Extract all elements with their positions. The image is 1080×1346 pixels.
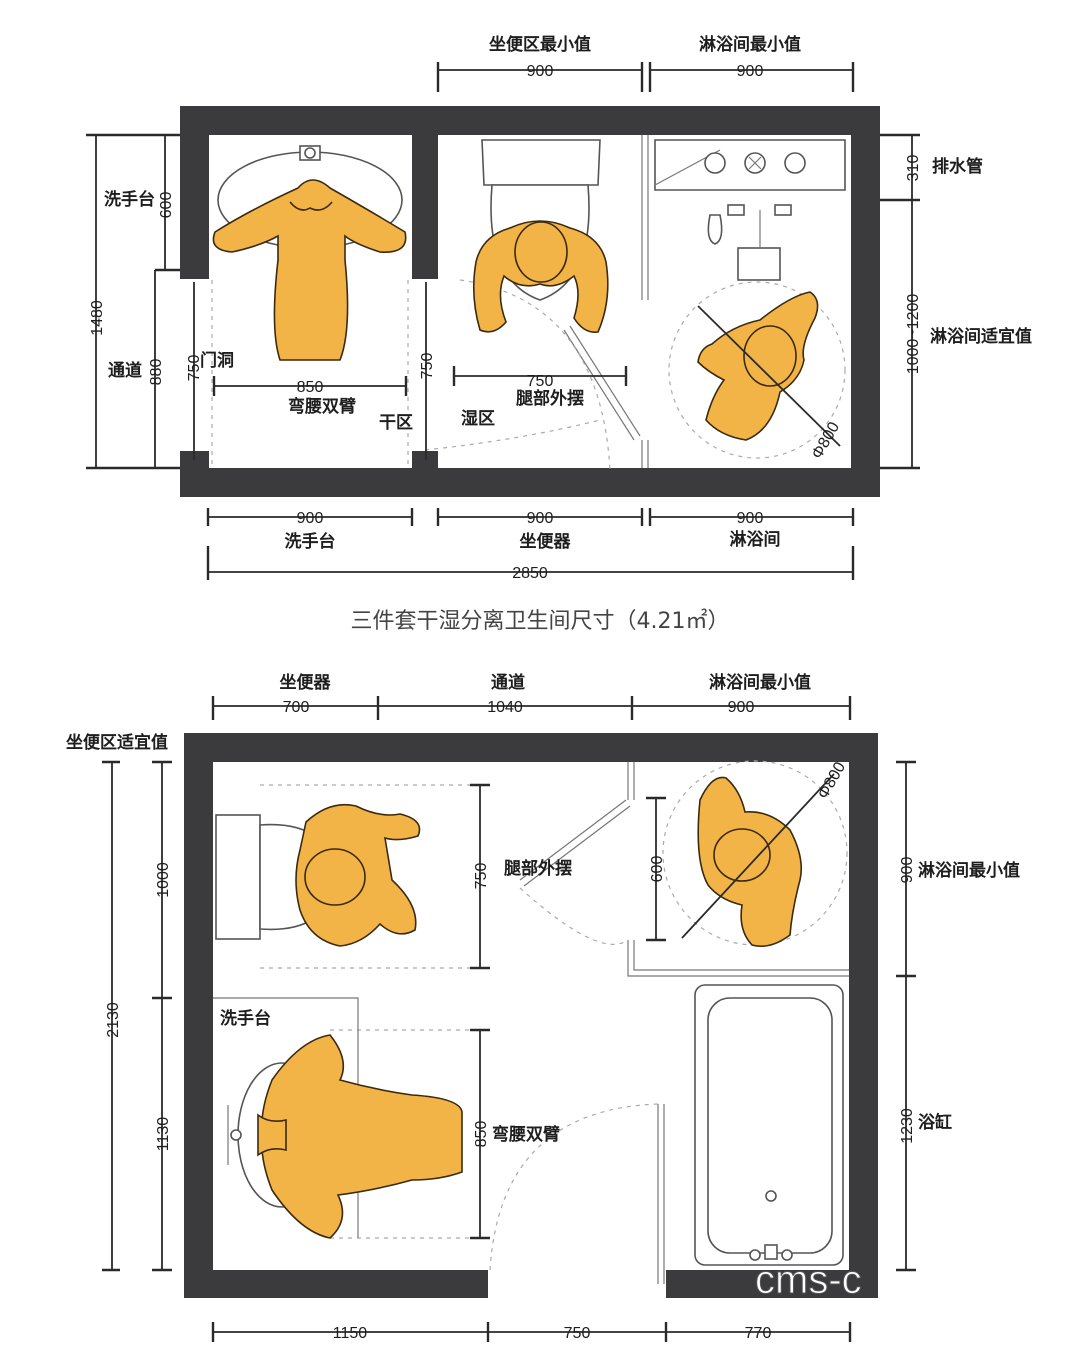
plan-1: Φ800 坐便区最小值 淋浴间最小值 900 900 900 900 900 洗…: [86, 34, 1032, 582]
plan-2-walls: [184, 733, 878, 1298]
dim-top-1040: 1040: [487, 699, 523, 716]
label-shower-min-2: 淋浴间最小值: [709, 672, 811, 693]
plan-2: Φ800 坐便器 通道 淋浴间最小值 700 1040 900 坐便区适宜值 2…: [66, 672, 1020, 1342]
label-bathtub: 浴缸: [918, 1112, 952, 1133]
plan-1-inner-dimensions: 850 弯腰双臂 750 干区 湿区 750 腿部外摆: [212, 282, 628, 460]
dim-top-700: 700: [283, 699, 310, 716]
dim-bottom-750: 750: [564, 1325, 591, 1342]
plan-1-right-dimensions: 310 1000~1200 排水管 淋浴间适宜值: [880, 133, 1032, 470]
plan-1-bottom-dimensions: 900 900 900 洗手台 坐便器 淋浴间 2850: [206, 508, 855, 582]
label-bend-arms-2: 弯腰双臂: [492, 1124, 560, 1145]
dim-bottom-900b: 900: [527, 510, 554, 527]
dim-top-900a: 900: [527, 63, 554, 80]
shower-fixtures: [654, 139, 846, 459]
label-shower-min-right: 淋浴间最小值: [918, 860, 1020, 881]
dim-bottom-total: 2850: [512, 565, 548, 582]
dim-door-750: 750: [186, 355, 203, 382]
label-toilet-2: 坐便器: [280, 672, 332, 693]
dim-top-900: 900: [728, 699, 755, 716]
person-showering-2: [697, 776, 803, 948]
label-basin-2: 洗手台: [220, 1008, 271, 1029]
shower-glass-wall: [641, 135, 649, 300]
shower-partition: [627, 762, 849, 977]
dim-right-900: 900: [899, 857, 916, 884]
plan-2-inner-dimensions: 750 腿部外摆 600 洗手台 850 弯腰双臂: [220, 783, 666, 1240]
person-sitting-toilet: [472, 220, 609, 334]
label-toilet: 坐便器: [520, 531, 572, 552]
shower-door-panel: [563, 325, 641, 441]
dim-leg-750-2: 750: [473, 863, 490, 890]
dim-bottom-900a: 900: [297, 510, 324, 527]
plan-2-bottom-dimensions: 1150 750 770: [211, 1322, 852, 1342]
label-door-opening: 门洞: [200, 350, 234, 371]
dim-right-shower: 1000~1200: [905, 294, 922, 375]
label-shower-min: 淋浴间最小值: [699, 34, 801, 55]
dim-leg-750: 750: [527, 373, 554, 390]
label-drain-pipe: 排水管: [932, 156, 983, 177]
plan-2-left-dimensions: 坐便区适宜值 2130 1000 1130: [66, 732, 172, 1272]
dim-left-2130: 2130: [105, 1002, 122, 1038]
dim-bottom-900c: 900: [737, 510, 764, 527]
label-wet-zone: 湿区: [461, 409, 495, 429]
label-left-passage: 通道: [108, 360, 142, 381]
watermark: cms-c: [755, 1258, 862, 1302]
label-shower: 淋浴间: [730, 529, 781, 550]
dim-right-drain: 310: [905, 155, 922, 182]
dim-top-900b: 900: [737, 63, 764, 80]
dim-left-basin: 600: [158, 192, 175, 219]
plan-1-left-dimensions: 1480 600 880 洗手台 通道 750 门洞: [86, 133, 234, 470]
dim-left-1130: 1130: [155, 1117, 172, 1152]
person-sitting-toilet-2: [295, 803, 421, 947]
dim-bend-850-2: 850: [473, 1121, 490, 1148]
label-leg-swing-2: 腿部外摆: [504, 858, 572, 879]
plan-1-walls: [180, 106, 880, 497]
dim-bottom-1150: 1150: [333, 1325, 368, 1342]
label-dry-zone: 干区: [379, 413, 413, 433]
label-left-basin: 洗手台: [104, 189, 155, 210]
shower-clearance-circle: [668, 281, 846, 459]
plan-1-top-dimensions: 坐便区最小值 淋浴间最小值 900 900: [436, 34, 855, 92]
bathtub: [694, 984, 844, 1266]
dim-left-1000: 1000: [155, 862, 172, 898]
dim-door2-750: 750: [419, 353, 436, 380]
label-toilet-zone-min: 坐便区最小值: [489, 34, 591, 55]
person-bending: [212, 179, 407, 361]
plan-2-top-dimensions: 坐便器 通道 淋浴间最小值 700 1040 900: [211, 672, 852, 720]
plan-1-circle-label: Φ800: [809, 419, 844, 462]
plan-2-right-dimensions: 900 1230 淋浴间最小值 浴缸: [896, 760, 1020, 1272]
dim-left-passage: 880: [148, 359, 165, 386]
dim-left-total: 1480: [89, 300, 106, 336]
dim-bend-850: 850: [297, 379, 324, 396]
label-toilet-zone-suitable: 坐便区适宜值: [66, 732, 168, 753]
bathroom-door: [657, 1104, 665, 1284]
dim-bottom-770: 770: [745, 1325, 772, 1342]
dim-shower-door-600: 600: [649, 856, 666, 883]
plan-caption: 三件套干湿分离卫生间尺寸（4.21㎡）: [351, 608, 730, 634]
label-bend-arms: 弯腰双臂: [288, 396, 356, 417]
door-swing-arc: [459, 279, 611, 471]
person-bending-2: [257, 1034, 463, 1239]
label-passage-2: 通道: [491, 672, 525, 693]
dim-right-1230: 1230: [899, 1108, 916, 1144]
label-leg-swing: 腿部外摆: [516, 388, 584, 409]
label-basin: 洗手台: [285, 531, 336, 552]
plan-2-circle-label: Φ800: [815, 759, 850, 802]
label-shower-suitable: 淋浴间适宜值: [930, 326, 1032, 347]
